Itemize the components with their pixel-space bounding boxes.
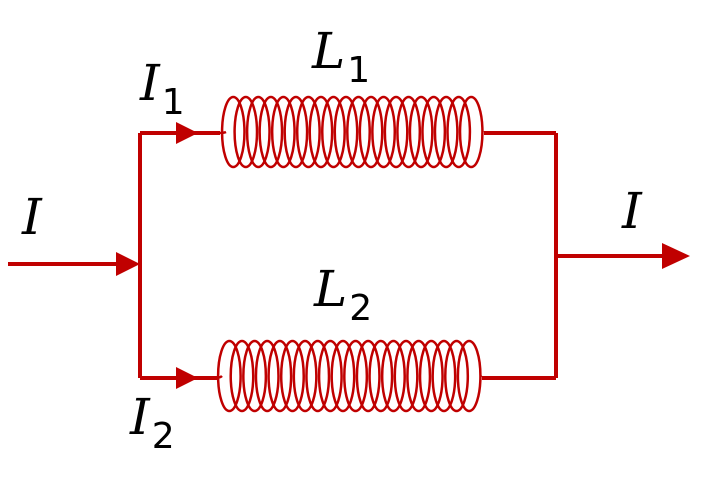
coil-turn xyxy=(456,339,482,413)
branch1-current-symbol: I xyxy=(140,54,160,112)
coil-turn xyxy=(408,95,434,169)
input-arrow xyxy=(116,252,140,276)
input-current-symbol: I xyxy=(22,188,42,246)
coil-turn xyxy=(330,339,356,413)
branch2-current-label: I2 xyxy=(130,392,175,455)
coil-turn xyxy=(254,339,280,413)
coil-turn xyxy=(245,95,271,169)
inductor2-label: L2 xyxy=(314,264,372,327)
coil-turn xyxy=(258,95,284,169)
output-current-label: I xyxy=(622,186,642,236)
inductor2-symbol: L xyxy=(314,260,348,318)
coil-turn xyxy=(267,339,293,413)
coil-turn xyxy=(216,339,242,413)
branch2-current-subscript: 2 xyxy=(151,416,175,457)
coil-turn xyxy=(355,339,381,413)
coil-turn xyxy=(308,95,334,169)
coil-turn xyxy=(317,339,343,413)
coil-turn xyxy=(333,95,359,169)
coil-turn xyxy=(396,95,422,169)
coil-turn xyxy=(458,95,484,169)
branch1-current-subscript: 1 xyxy=(161,82,185,123)
coil-turn xyxy=(270,95,296,169)
inductor-l2-coil xyxy=(213,339,484,413)
coil-turn xyxy=(431,339,457,413)
coil-turn xyxy=(383,95,409,169)
coil-turn xyxy=(242,339,268,413)
coil-turn xyxy=(346,95,371,169)
branch1-current-label: I1 xyxy=(140,58,185,121)
output-arrow xyxy=(662,243,690,269)
inductor1-symbol: L xyxy=(312,22,346,80)
coil-turn xyxy=(295,95,321,169)
coil-turn xyxy=(380,339,406,413)
coil-turn xyxy=(321,95,346,169)
coil-turn xyxy=(358,95,384,169)
coil-turn xyxy=(406,339,432,413)
coil-turn xyxy=(305,339,331,413)
branch1-arrow xyxy=(176,122,198,144)
inductor2-subscript: 2 xyxy=(349,288,373,329)
coil-turn xyxy=(418,339,444,413)
coil-turn xyxy=(292,339,318,413)
input-current-label: I xyxy=(22,192,42,242)
coil-turn xyxy=(343,339,369,413)
coil-turn xyxy=(393,339,419,413)
coil-turn xyxy=(444,339,470,413)
inductor1-subscript: 1 xyxy=(347,50,371,91)
coil-turn xyxy=(433,95,459,169)
coil-turn xyxy=(371,95,397,169)
coil-turn xyxy=(283,95,309,169)
inductor1-label: L1 xyxy=(312,26,370,89)
coil-turn xyxy=(229,339,255,413)
coil-turn xyxy=(279,339,305,413)
coil-turn xyxy=(446,95,472,169)
inductor-l1-coil xyxy=(217,95,486,169)
coil-turn xyxy=(368,339,394,413)
branch2-arrow xyxy=(176,367,198,389)
coil-turn xyxy=(220,95,246,169)
coil-turn xyxy=(233,95,259,169)
output-current-symbol: I xyxy=(622,182,642,240)
coil-turn xyxy=(421,95,447,169)
branch2-current-symbol: I xyxy=(130,388,150,446)
